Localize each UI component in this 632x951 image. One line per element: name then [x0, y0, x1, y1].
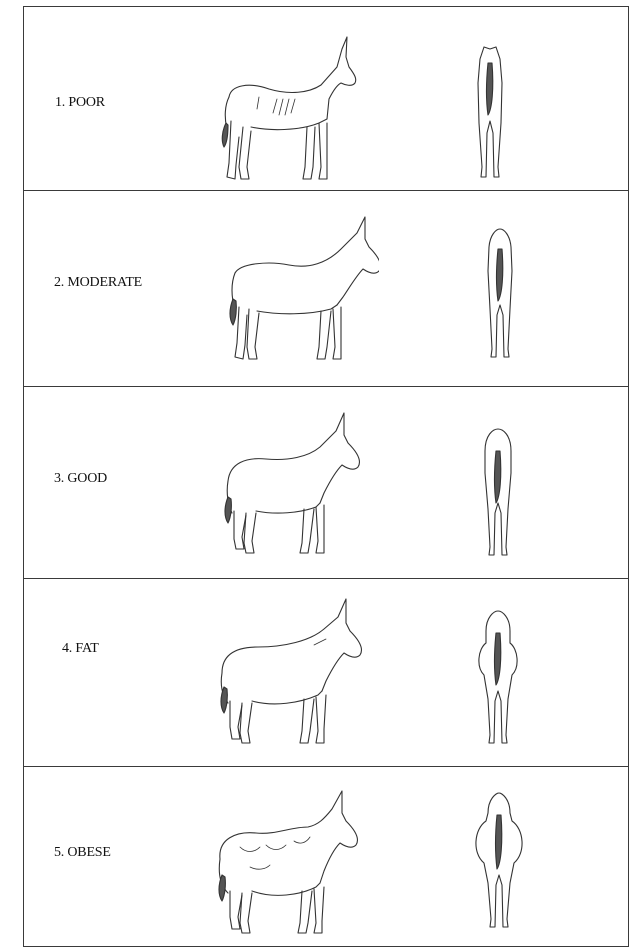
condition-row-obese: 5. OBESE	[24, 767, 628, 948]
condition-label-fat: 4. FAT	[62, 641, 99, 657]
donkey-side-view-poor	[209, 27, 359, 187]
condition-row-fat: 4. FAT	[24, 579, 628, 767]
donkey-rear-view-good	[477, 427, 519, 559]
donkey-rear-view-moderate	[480, 227, 520, 361]
body-condition-chart: 1. POOR 2. MODERATE	[23, 6, 629, 947]
donkey-rear-view-fat	[472, 609, 524, 747]
condition-label-poor: 1. POOR	[55, 95, 105, 111]
condition-label-good: 3. GOOD	[54, 471, 107, 487]
condition-row-moderate: 2. MODERATE	[24, 191, 628, 387]
donkey-side-view-fat	[210, 595, 370, 745]
donkey-side-view-obese	[210, 787, 370, 937]
donkey-side-view-moderate	[209, 213, 379, 363]
condition-label-obese: 5. OBESE	[54, 845, 111, 861]
donkey-rear-view-obese	[470, 791, 528, 931]
donkey-rear-view-poor	[470, 43, 510, 183]
condition-row-poor: 1. POOR	[24, 7, 628, 191]
donkey-side-view-good	[216, 407, 366, 557]
condition-label-moderate: 2. MODERATE	[54, 275, 142, 291]
condition-row-good: 3. GOOD	[24, 387, 628, 579]
